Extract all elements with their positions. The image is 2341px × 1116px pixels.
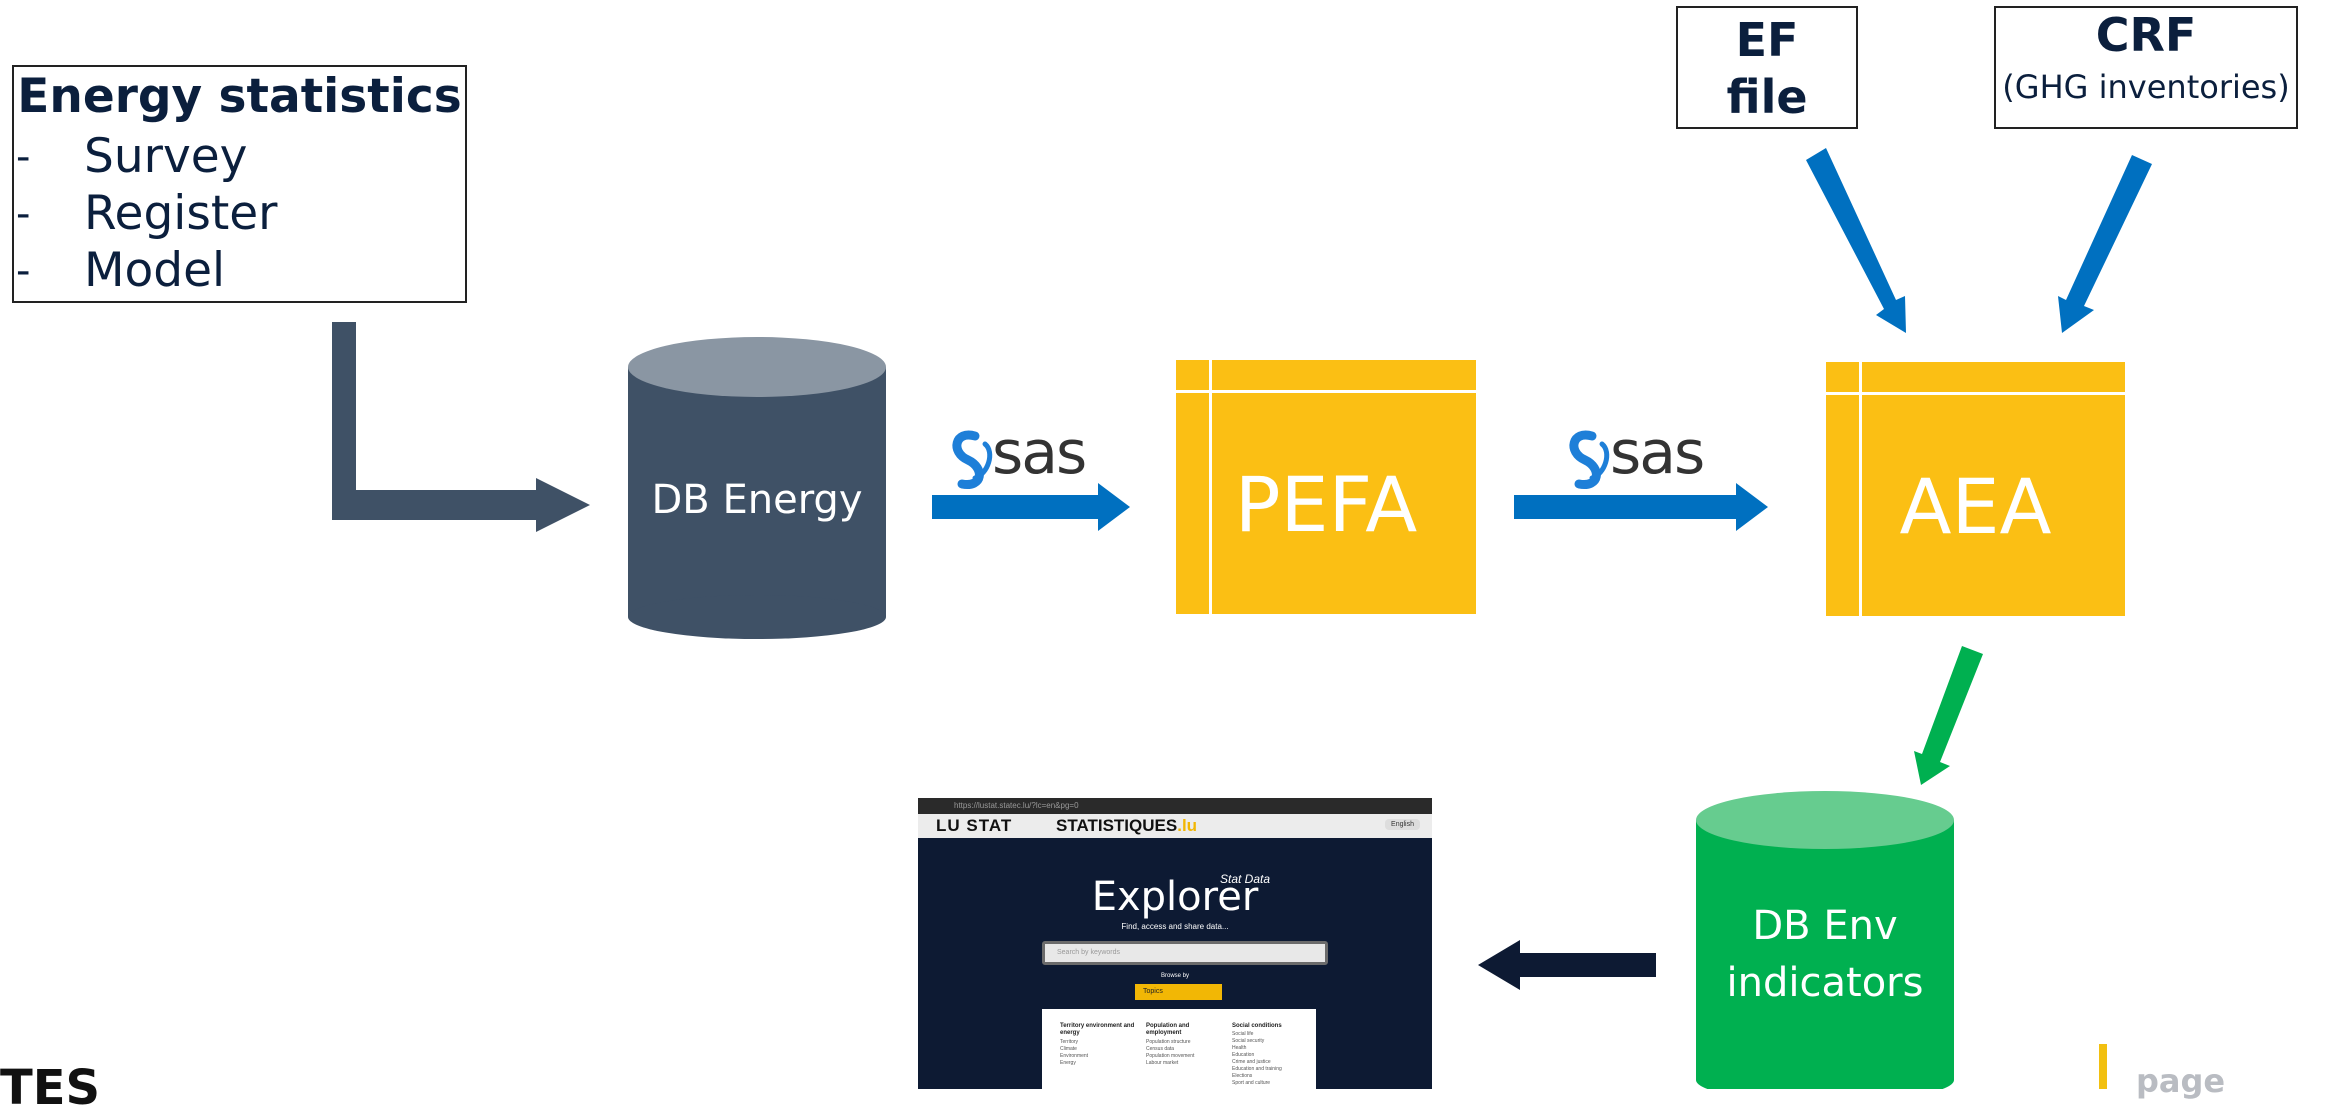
topic-link[interactable]: Territory [1060,1039,1079,1045]
browser-bar: https://lustat.statec.lu/?lc=en&pg=0 [918,798,1432,814]
energy-to-db-arrow [332,322,590,532]
db-energy-label: DB Energy [651,477,863,523]
search-input[interactable]: Search by keywords [1042,941,1328,965]
topic-link[interactable]: Population movement [1146,1053,1195,1059]
energy-statistics-box: Energy statistics - Survey - Register - … [12,65,467,303]
topic-column-title: Population and employment [1146,1023,1190,1036]
crf-subtitle: (GHG inventories) [2002,68,2290,106]
sas-label: sas [1610,418,1705,488]
explorer-tagline: Find, access and share data... [1121,922,1229,931]
topic-link[interactable]: Energy [1060,1060,1076,1066]
bullet-dash: - [16,191,31,237]
topic-link[interactable]: Education and training [1232,1066,1282,1072]
aea-to-dbenv-arrow [1914,646,1983,785]
pefa-table [1176,360,1476,614]
dbenv-to-website-arrow [1478,940,1656,990]
energy-statistics-title: Energy statistics [17,69,462,124]
energy-source-label: Register [84,186,278,241]
db-env-label-line2: indicators [1726,960,1924,1006]
topic-link[interactable]: Census data [1146,1046,1175,1052]
statistiques-logo: STATISTIQUES.lu [1056,816,1197,836]
statistiques-logo-main: STATISTIQUES [1056,816,1178,835]
topic-link[interactable]: Health [1232,1045,1247,1051]
db-energy-cylinder [628,337,886,639]
topic-column-title: Social conditions [1232,1023,1282,1029]
ef-file-box: EF file [1676,6,1858,129]
energy-source-label: Model [84,243,226,298]
topic-link[interactable]: Labour market [1146,1060,1179,1066]
db-env-cylinder [1696,791,1954,1089]
explorer-title: Explorer [1091,874,1259,920]
topic-link[interactable]: Education [1232,1052,1255,1058]
topic-link[interactable]: Crime and justice [1232,1059,1271,1065]
ef-file-line2: file [1726,70,1808,124]
footer-page-label: page [2136,1062,2226,1100]
aea-table [1826,362,2125,616]
browse-by-label: Browse by [1160,973,1189,979]
crf-box: CRF (GHG inventories) [1994,6,2298,129]
energy-source-label: Survey [84,129,248,184]
db-to-pefa-arrow [932,483,1130,531]
ef-file-line1: EF [1735,13,1799,67]
pefa-to-aea-arrow [1514,483,1768,531]
diagram-canvas [332,148,2152,1089]
website-screenshot: https://lustat.statec.lu/?lc=en&pg=0 LU … [918,798,1432,1089]
topic-link[interactable]: Climate [1060,1046,1077,1052]
topic-link[interactable]: Social security [1232,1038,1265,1044]
topic-link[interactable]: Environment [1060,1053,1089,1059]
aea-label: AEA [1899,462,2052,551]
topic-link[interactable]: Social life [1232,1031,1254,1037]
topic-link[interactable]: Population structure [1146,1039,1191,1045]
sas-label: sas [992,418,1087,488]
topics-card: Territory environment and energy Territo… [1042,1009,1316,1089]
sas-logo-icon [952,430,993,489]
footer-accent-bar [2099,1044,2107,1089]
bullet-dash: - [16,134,31,180]
topic-link[interactable]: Elections [1232,1073,1253,1079]
stat-data-label: Stat Data [1220,872,1271,886]
footer-left-text: TES [0,1060,101,1116]
ef-to-aea-arrow [1806,148,1906,333]
lustat-logo: LU STAT [936,816,1013,835]
sas-logo-icon [1569,430,1610,489]
topics-dropdown[interactable]: Topics [1135,984,1222,1000]
bullet-dash: - [16,248,31,294]
crf-to-aea-arrow [2058,155,2152,333]
browser-url: https://lustat.statec.lu/?lc=en&pg=0 [954,801,1079,810]
language-selector[interactable]: English [1385,819,1420,830]
site-header [918,814,1432,838]
pefa-label: PEFA [1234,460,1418,549]
statistiques-logo-suffix: .lu [1177,816,1198,835]
db-env-label-line1: DB Env [1752,903,1898,949]
crf-title: CRF [2095,8,2197,62]
topic-link[interactable]: Sport and culture [1232,1080,1271,1086]
topic-column-title: Territory environment and energy [1060,1023,1135,1036]
